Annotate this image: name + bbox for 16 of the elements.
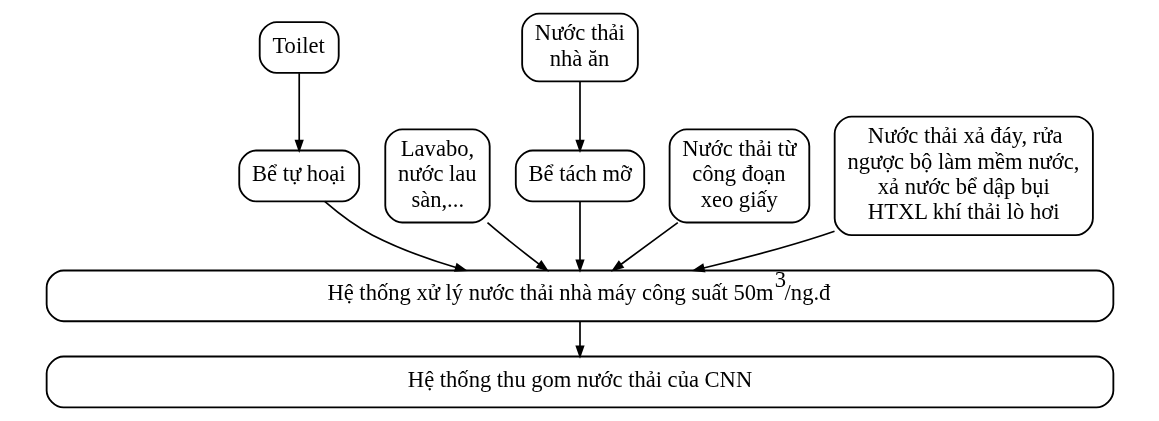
node-box: Toilet	[258, 21, 340, 74]
node-box: Bể tách mỡ	[514, 149, 645, 203]
arrow	[294, 72, 304, 153]
arrow	[690, 230, 835, 273]
node-box: Bể tự hoại	[237, 149, 360, 203]
arrow	[323, 200, 468, 272]
arrow	[574, 81, 585, 154]
arrow	[574, 320, 585, 359]
arrow	[610, 221, 679, 272]
node-box: Nước thải nhà ăn	[520, 12, 639, 83]
node-box: Hệ thống thu gom nước thải của CNN	[45, 355, 1114, 409]
node-box: Nước thải xả đáy, rửa ngược bộ làm mềm nước, xả nước bể dập bụi HTXL khí thải lò hơi	[833, 115, 1094, 237]
node-box: Nước thải từ công đoạn xeo giấy	[668, 128, 810, 224]
arrow	[486, 221, 549, 272]
arrow	[574, 200, 585, 273]
node-box: Lavabo, nước lau sàn,...	[383, 128, 491, 224]
